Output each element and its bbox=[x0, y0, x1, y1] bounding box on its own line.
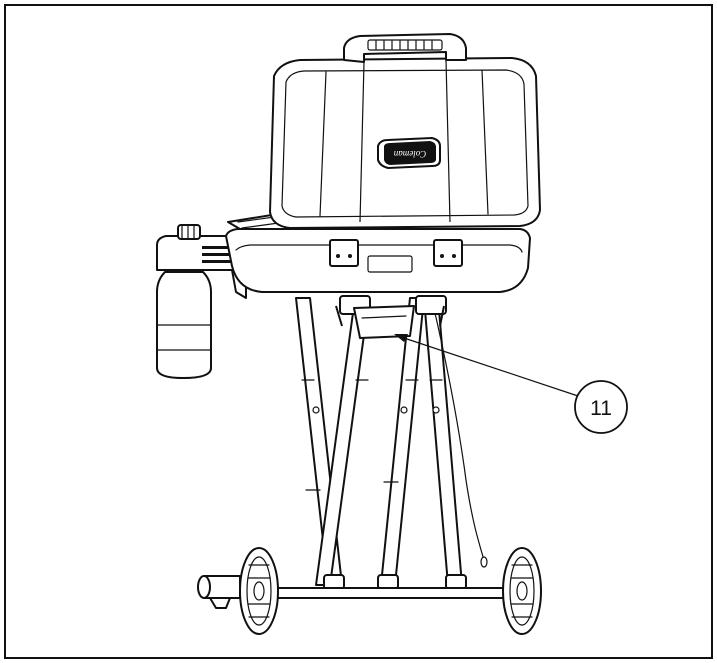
logo-text: Coleman bbox=[393, 149, 426, 159]
base-axle bbox=[197, 575, 512, 609]
grill-body bbox=[225, 213, 531, 293]
callout-11: 11 bbox=[574, 380, 628, 434]
callout-leader-line bbox=[397, 335, 579, 397]
left-wheel bbox=[239, 547, 279, 635]
grill-lid bbox=[269, 33, 541, 229]
igniter-cord bbox=[431, 299, 485, 561]
callout-arrowhead bbox=[394, 334, 408, 342]
right-wheel bbox=[502, 547, 542, 635]
coleman-logo-badge: Coleman bbox=[377, 137, 441, 169]
stand-legs bbox=[295, 297, 467, 590]
callout-number: 11 bbox=[590, 397, 612, 420]
part-11-grease-tray bbox=[335, 295, 447, 339]
figure-border bbox=[4, 4, 713, 659]
